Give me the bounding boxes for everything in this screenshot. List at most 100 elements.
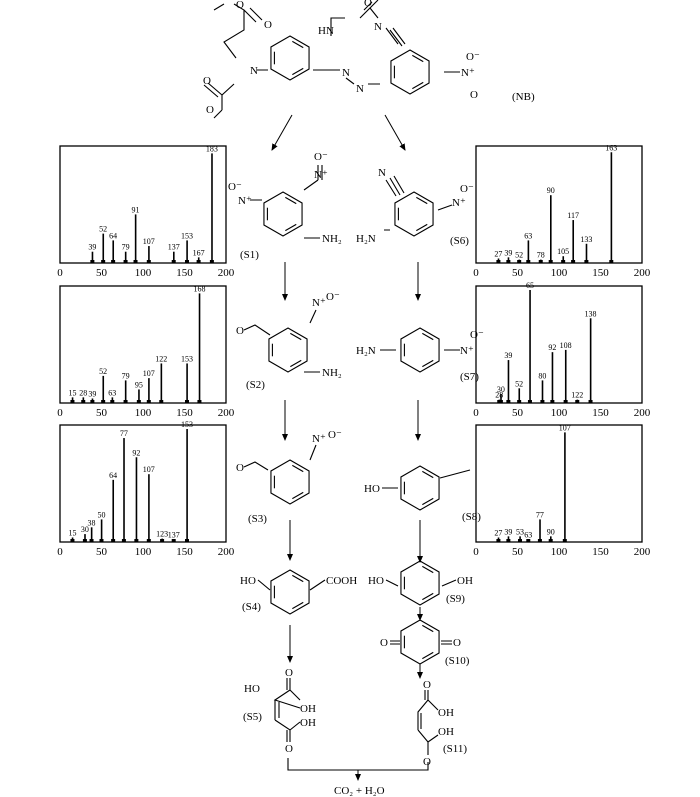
nb-ring-1: [270, 35, 310, 81]
peak-cluster: [171, 539, 176, 542]
nb-ring-1-double-bond: [292, 40, 304, 49]
peak-cluster: [506, 400, 511, 403]
x-tick-label: 200: [218, 267, 235, 279]
atom: O⁻: [466, 51, 480, 63]
atom: N⁺: [461, 67, 475, 79]
atom: O: [364, 0, 372, 9]
peak-cluster: [111, 539, 116, 542]
peak-cluster: [196, 260, 201, 263]
s2-ring-double-bond: [290, 332, 302, 341]
compound-label-s2: (S2): [246, 379, 265, 391]
peak-bar: [135, 457, 138, 542]
peak-label: 27: [494, 528, 502, 537]
compound-label-s3: (S3): [248, 513, 267, 525]
peak-label: 64: [109, 471, 117, 480]
peak-bar: [589, 318, 592, 403]
x-tick-label: 0: [57, 267, 63, 279]
peak-bar: [529, 290, 531, 403]
peak-label: 92: [132, 448, 140, 457]
peak-label: 28: [495, 391, 503, 400]
peak-label: 15: [68, 528, 76, 537]
peak-label: 117: [567, 211, 579, 220]
spectrum-frame: [59, 285, 227, 404]
peak-cluster: [184, 539, 189, 542]
nb-ring-1-double-bond: [292, 67, 304, 76]
peak-label: 79: [122, 243, 130, 252]
s2-ring: [268, 327, 308, 373]
x-tick-label: 50: [512, 546, 524, 558]
s4-ring-double-bond: [292, 574, 304, 583]
x-tick-label: 0: [57, 546, 63, 558]
peak-cluster: [146, 260, 151, 263]
x-tick-label: 150: [176, 546, 193, 558]
peak-bar: [148, 474, 150, 542]
atom: O: [470, 89, 478, 101]
peak-bar: [123, 438, 125, 542]
x-tick-label: 50: [512, 267, 524, 279]
x-tick-label: 200: [218, 407, 235, 419]
peak-label: 39: [88, 243, 96, 252]
s6-ring-double-bond: [416, 223, 428, 232]
peak-cluster: [70, 539, 75, 542]
peak-cluster: [171, 260, 176, 263]
spectrum-frame: [475, 285, 643, 404]
peak-label: 133: [580, 235, 592, 244]
peak-cluster: [81, 400, 86, 403]
atom: O⁻: [460, 183, 474, 195]
x-tick-label: 100: [135, 407, 152, 419]
s8-ring: [400, 465, 440, 511]
s9-ring: [400, 560, 440, 606]
s7-ring-double-bond: [422, 359, 434, 368]
atom: O: [285, 743, 293, 755]
s8-ring-double-bond: [422, 470, 434, 479]
peak-label: 39: [88, 389, 96, 398]
peak-cluster: [133, 260, 138, 263]
atom: O: [285, 667, 293, 679]
compound-label-s6: (S6): [450, 235, 469, 247]
peak-label: 80: [538, 371, 546, 380]
peak-label: 167: [193, 248, 205, 257]
peak-cluster: [101, 260, 106, 263]
peak-label: 168: [193, 284, 205, 293]
peak-label: 153: [181, 420, 193, 429]
x-tick-label: 50: [96, 267, 108, 279]
peak-cluster: [548, 539, 553, 542]
peak-label: 107: [559, 423, 571, 432]
peak-bar: [91, 251, 94, 263]
peak-cluster: [609, 260, 614, 263]
spectrum-frame: [59, 424, 227, 543]
x-tick-label: 0: [473, 546, 479, 558]
atom: O: [453, 637, 461, 649]
peak-bar: [112, 479, 115, 542]
x-tick-label: 100: [551, 267, 568, 279]
s4-ring-double-bond: [292, 601, 304, 610]
atom: NH₂: [322, 367, 342, 379]
peak-label: 123: [156, 530, 168, 539]
peak-cluster: [571, 260, 576, 263]
s7-ring-double-bond: [422, 332, 434, 341]
peak-cluster: [550, 400, 555, 403]
peak-cluster: [134, 539, 139, 542]
atom: OH: [300, 717, 316, 729]
peak-label: 107: [143, 465, 155, 474]
peak-cluster: [146, 400, 151, 403]
x-tick-label: 150: [176, 267, 193, 279]
peak-label: 52: [99, 367, 107, 376]
peak-cluster: [184, 400, 189, 403]
atom: N: [374, 21, 382, 33]
peak-label: 92: [548, 343, 556, 352]
arrow-nb-to-s1: [271, 114, 293, 151]
s7-ring: [400, 327, 440, 373]
peak-cluster: [588, 400, 593, 403]
reaction-arrows: [271, 114, 423, 781]
peak-label: 52: [515, 379, 523, 388]
compound-label-s4: (S4): [242, 601, 261, 613]
atom: HO: [240, 575, 256, 587]
peak-bar: [112, 240, 115, 263]
peak-bar: [160, 363, 163, 403]
s6-ring-double-bond: [416, 196, 428, 205]
